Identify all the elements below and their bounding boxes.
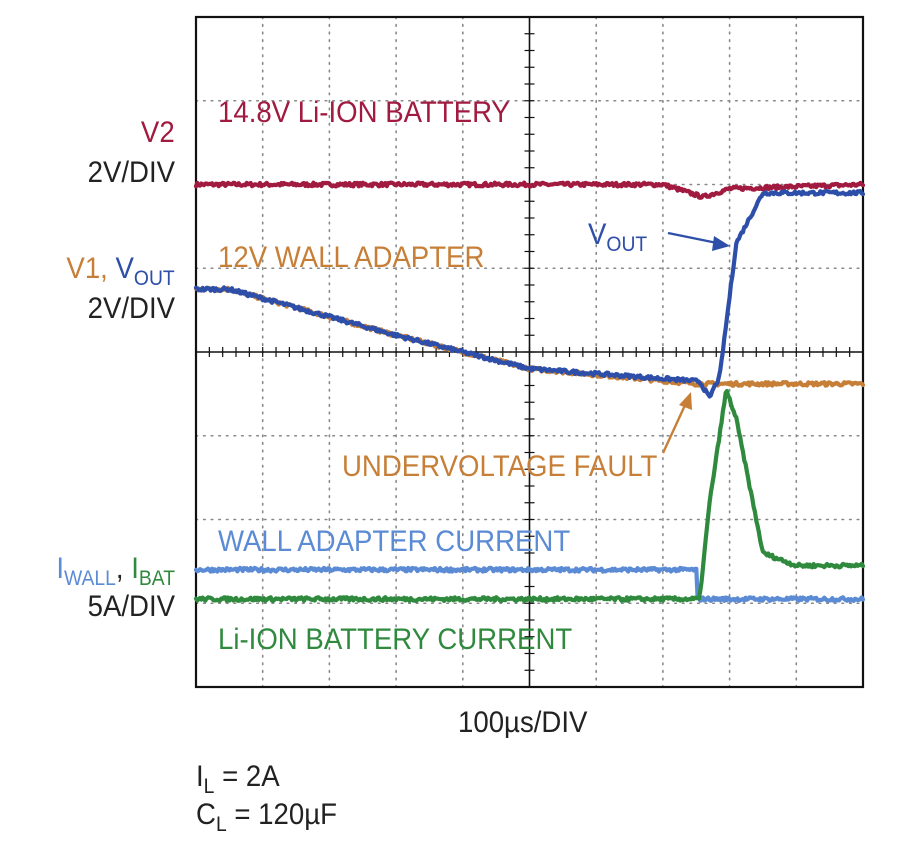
battery-voltage-annotation: 14.8V Li-ION BATTERY — [218, 96, 510, 129]
time-scale-label: 100µs/DIV — [458, 706, 588, 739]
uv-fault-arrow-line — [661, 402, 688, 454]
vout-arrow-line — [667, 231, 723, 246]
load-capacitance-condition: CL = 120µF — [196, 798, 337, 836]
current-scale-label: 5A/DIV — [87, 590, 175, 623]
trace-v2 — [193, 180, 866, 200]
v1-label: V1, — [66, 252, 116, 285]
vout-label: VOUT — [115, 252, 175, 290]
v1-vout-channel-label: V1, VOUT — [66, 252, 175, 290]
trace-iwall — [193, 565, 866, 603]
battery-current-annotation: Li-ION BATTERY CURRENT — [218, 623, 573, 656]
vout-annotation: VOUT — [588, 218, 648, 256]
i-wall-label: IWALL — [56, 552, 116, 590]
wall-adapter-voltage-annotation: 12V WALL ADAPTER — [218, 241, 485, 274]
wall-adapter-current-annotation: WALL ADAPTER CURRENT — [218, 525, 571, 558]
trace-ibat — [193, 388, 866, 603]
plot-frame — [194, 15, 865, 689]
v1-scale-label: 2V/DIV — [87, 292, 175, 325]
plot-traces — [193, 180, 866, 603]
v2-channel-label: V2 — [141, 116, 175, 149]
trace-vout — [193, 189, 866, 399]
i-bat-label: IBAT — [131, 552, 175, 590]
annotation-arrows — [661, 231, 730, 454]
load-current-condition: IL = 2A — [196, 760, 280, 798]
vout-arrow-head — [712, 236, 730, 251]
v2-scale-label: 2V/DIV — [87, 156, 175, 189]
uv-fault-arrow-head — [679, 392, 692, 410]
current-channel-label: IWALL, IBAT — [56, 552, 175, 590]
undervoltage-fault-annotation: UNDERVOLTAGE FAULT — [342, 450, 658, 483]
